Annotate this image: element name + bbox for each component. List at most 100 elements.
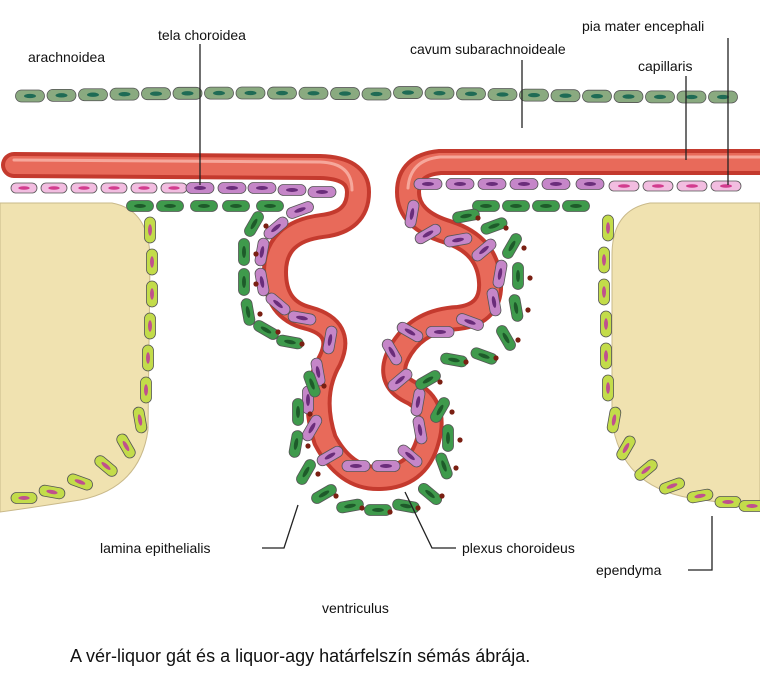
brain-tissue-left (0, 202, 151, 513)
ependymal-cell (598, 246, 610, 274)
ependymal-cell (738, 500, 760, 512)
epithelial-cell (336, 498, 364, 514)
ependymal-cell (10, 492, 38, 504)
tight-junction (387, 509, 393, 515)
ependymal-cell (94, 455, 118, 477)
epithelial-cell (440, 352, 468, 368)
ependymal-cell (38, 484, 66, 500)
choroid-cell (254, 237, 270, 267)
arachnoid-cell (204, 86, 234, 100)
ependymal-cell (67, 473, 93, 491)
epithelial-cell (288, 430, 304, 458)
ependymal-cell (140, 376, 152, 404)
epithelial-cell (238, 238, 250, 266)
arachnoid-cell (267, 86, 297, 100)
tight-junction (275, 329, 281, 335)
choroid-cell (413, 178, 443, 190)
ependymal-cell (142, 344, 154, 372)
ependymal-cell (144, 216, 156, 244)
ependymal-cell (602, 214, 614, 242)
arachnoid-layer (15, 86, 738, 104)
choroid-cell (277, 184, 307, 196)
tight-junction (253, 281, 259, 287)
arachnoid-cell (645, 90, 675, 104)
tight-junction (439, 493, 445, 499)
tight-junction (257, 311, 263, 317)
choroid-cell (443, 232, 473, 248)
tight-junction (321, 383, 327, 389)
tight-junction (305, 443, 311, 449)
arachnoid-cell (141, 87, 171, 101)
arachnoid-cell (424, 86, 455, 100)
pia-cell (642, 180, 674, 192)
ependymal-cell (146, 248, 158, 276)
tight-junction (515, 337, 521, 343)
choroid-cell (486, 287, 502, 317)
arachnoid-cell (172, 86, 203, 100)
arachnoid-cell (235, 86, 266, 100)
arachnoid-cell (361, 87, 392, 101)
choroid-cell (412, 415, 428, 445)
choroid-cell (541, 178, 571, 190)
epithelial-cell (415, 370, 441, 390)
epithelial-cell (253, 320, 279, 340)
ependymal-cell (606, 406, 622, 434)
arachnoid-cell (550, 89, 581, 103)
choroid-cell (322, 325, 338, 355)
choroid-cell (492, 259, 508, 289)
epithelial-cell (311, 484, 337, 504)
choroid-cell (301, 414, 323, 442)
choroid-cell (217, 182, 247, 194)
tight-junction (493, 355, 499, 361)
arachnoid-cell (78, 88, 108, 102)
leader-plexus-choroideus (404, 491, 456, 549)
ependymal-cell (659, 477, 685, 495)
tight-junction (453, 465, 459, 471)
epithelial-cell (562, 200, 590, 212)
choroid-cell (445, 178, 475, 190)
epithelial-cell (532, 200, 560, 212)
choroid-cell (287, 310, 317, 326)
ependymal-cell (602, 374, 614, 402)
epithelial-cell (435, 452, 453, 480)
epithelial-cell (240, 298, 256, 326)
choroid-cell (265, 292, 291, 316)
choroid-cell (456, 313, 484, 331)
tight-junction (307, 411, 313, 417)
capillary-highlight (12, 155, 760, 192)
label-arachnoidea: arachnoidea (28, 49, 105, 65)
ependymal-cell (714, 496, 742, 508)
epithelial-cell (512, 262, 524, 290)
pia-cell (70, 182, 98, 194)
choroid-cell (425, 326, 455, 338)
pia-cell (608, 180, 640, 192)
ependymal-cell (132, 406, 148, 434)
choroid-cell (397, 444, 423, 468)
choroid-cell (341, 460, 371, 472)
epithelial-cell (126, 200, 154, 212)
ependymal-cell (144, 312, 156, 340)
tight-junction (525, 307, 531, 313)
label-cavum-subarachnoideale: cavum subarachnoideale (410, 41, 566, 57)
epithelial-cell (190, 200, 218, 212)
tight-junction (463, 359, 469, 365)
epithelial-cell (496, 325, 516, 351)
leader-ependyma (688, 516, 713, 571)
capillary-lumen (5, 153, 760, 487)
choroid-cell (575, 178, 605, 190)
figure-caption: A vér-liquor gát és a liquor-agy határfe… (70, 646, 530, 666)
tight-junction (253, 251, 259, 257)
label-capillaris: capillaris (638, 58, 692, 74)
epithelial-cell (276, 334, 304, 350)
choroid-cell (509, 178, 539, 190)
arachnoid-cell (519, 88, 549, 102)
choroid-cell (185, 182, 215, 194)
choroid-cell (263, 216, 289, 240)
epithelial-cell (303, 370, 321, 398)
choroid-cell (387, 368, 413, 392)
arachnoid-cell (582, 89, 612, 103)
epithelial-cell (256, 200, 284, 212)
label-tela-choroidea: tela choroidea (158, 27, 246, 43)
arachnoid-cell (15, 89, 45, 103)
